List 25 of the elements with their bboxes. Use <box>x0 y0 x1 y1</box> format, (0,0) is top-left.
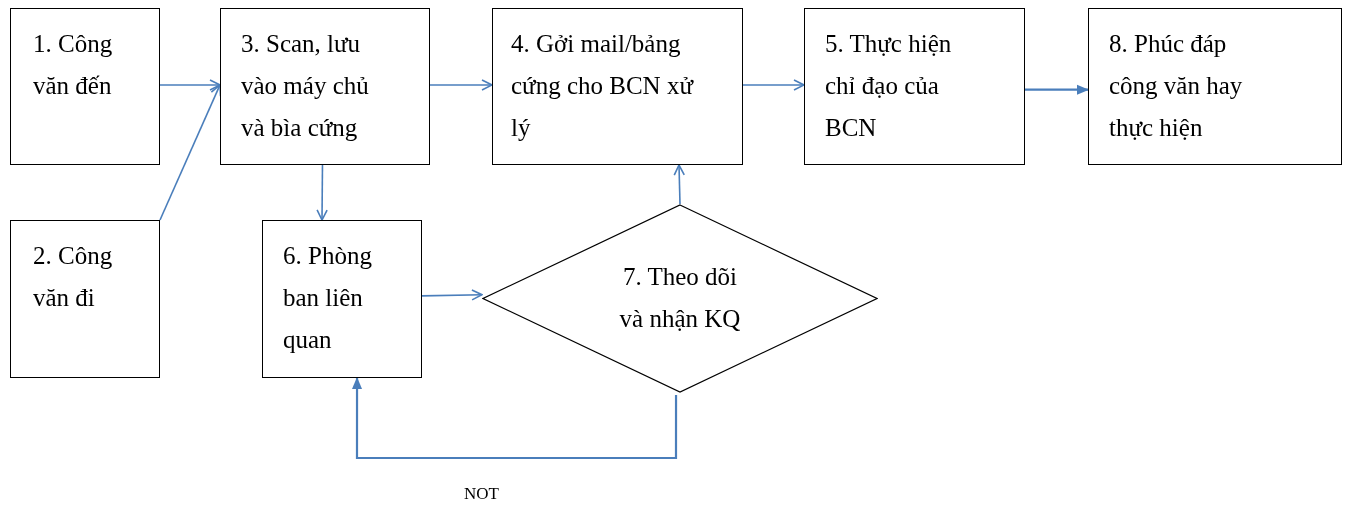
arrow <box>1025 84 1089 95</box>
arrow <box>742 79 805 91</box>
node-text: 2. Công văn đi <box>33 241 114 313</box>
arrow <box>421 289 483 301</box>
process-box <box>1088 8 1342 165</box>
arrow <box>316 164 328 221</box>
process-box <box>10 8 160 165</box>
node-text: 5. Thực hiện chỉ đạo của BCN <box>825 29 953 143</box>
node-text: 3. Scan, lưu vào máy chủ và bìa cứng <box>241 29 370 143</box>
arrow <box>429 79 493 91</box>
node-text: 1. Công văn đến <box>33 29 114 101</box>
arrow <box>673 164 686 205</box>
arrow <box>159 84 222 221</box>
node-text: 6. Phòng ban liên quan <box>283 241 373 355</box>
process-box <box>10 220 160 378</box>
process-box <box>220 8 430 165</box>
node-text: 4. Gởi mail/bảng cứng cho BCN xử lý <box>511 29 695 143</box>
arrow <box>352 377 678 460</box>
process-box <box>492 8 743 165</box>
node-text: 8. Phúc đáp công văn hay thực hiện <box>1109 29 1244 143</box>
decision-diamond <box>482 204 878 393</box>
arrow <box>159 79 221 91</box>
process-box <box>262 220 422 378</box>
node-text: 7. Theo dõi và nhận KQ <box>618 262 742 334</box>
process-box <box>804 8 1025 165</box>
